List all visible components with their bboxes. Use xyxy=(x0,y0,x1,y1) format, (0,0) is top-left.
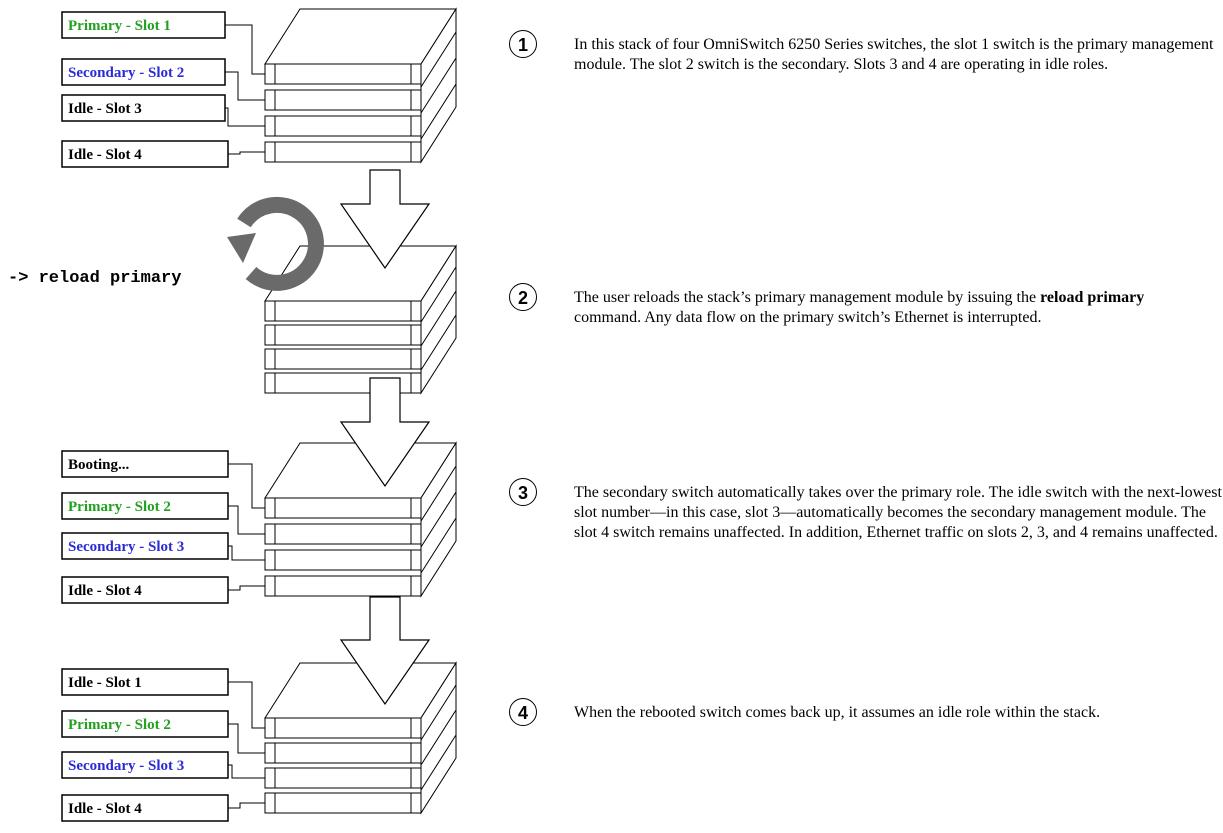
role-label-idle: Idle - Slot 1 xyxy=(61,668,265,729)
step-1-number: 1 xyxy=(509,30,537,58)
role-label-text: Primary - Slot 2 xyxy=(68,717,171,733)
stack-side-ridge xyxy=(420,709,457,766)
stack-side-ridge xyxy=(420,517,457,574)
role-label-idle: Idle - Slot 4 xyxy=(61,576,265,604)
switch-unit xyxy=(264,63,422,85)
reload-icon xyxy=(237,196,324,291)
transition-arrow-1 xyxy=(339,169,431,270)
role-connector xyxy=(228,463,265,509)
role-label-text: Primary - Slot 2 xyxy=(68,499,171,515)
role-connector xyxy=(228,802,265,809)
switch-unit xyxy=(264,523,422,545)
stack-side-ridge xyxy=(420,31,457,88)
step-1-text: In this stack of four OmniSwitch 6250 Se… xyxy=(574,35,1214,75)
role-label-text: Idle - Slot 3 xyxy=(68,101,142,117)
step-2-command: reload primary xyxy=(1040,289,1145,306)
transition-arrow-3 xyxy=(339,596,431,706)
step-3-text: The secondary switch automatically takes… xyxy=(574,483,1223,543)
stack-side-ridge xyxy=(420,491,457,548)
role-connector xyxy=(228,723,265,754)
role-connector xyxy=(228,681,265,729)
role-label-secondary: Secondary - Slot 3 xyxy=(61,532,265,561)
stack-side-ridge xyxy=(420,684,457,741)
role-label-text: Idle - Slot 4 xyxy=(68,147,142,163)
step-2-text: The user reloads the stack’s primary man… xyxy=(574,288,1214,328)
transition-arrow-2 xyxy=(339,377,431,488)
switch-unit xyxy=(264,742,422,764)
stack-side-ridge xyxy=(420,314,457,371)
step-1-description: In this stack of four OmniSwitch 6250 Se… xyxy=(574,36,1214,73)
role-label-text: Secondary - Slot 3 xyxy=(68,539,184,555)
role-label-text: Idle - Slot 4 xyxy=(68,583,142,599)
switch-unit xyxy=(264,115,422,137)
step-3-description: The secondary switch automatically takes… xyxy=(574,484,1222,541)
step-2-text-before: The user reloads the stack’s primary man… xyxy=(574,289,1041,306)
role-label-idle: Idle - Slot 3 xyxy=(61,94,265,127)
step-4-number: 4 xyxy=(509,698,537,726)
role-label-idle: Idle - Slot 4 xyxy=(61,140,265,168)
role-label-secondary: Secondary - Slot 3 xyxy=(61,751,265,779)
switch-unit xyxy=(264,717,422,739)
switch-unit xyxy=(264,792,422,814)
step-2-text-after: command. Any data flow on the primary sw… xyxy=(574,309,1042,326)
stack-side-ridge xyxy=(420,83,457,140)
reload-command-text: -> reload primary xyxy=(8,269,181,288)
role-label-text: Secondary - Slot 3 xyxy=(68,758,184,774)
stack-side-ridge xyxy=(420,266,457,323)
role-connector xyxy=(225,107,265,127)
switch-unit xyxy=(264,141,422,163)
stack-side-ridge xyxy=(420,290,457,347)
role-label-text: Primary - Slot 1 xyxy=(68,18,171,34)
switch-unit xyxy=(264,348,422,370)
switch-unit xyxy=(264,89,422,111)
role-label-primary: Primary - Slot 2 xyxy=(61,492,265,535)
switch-unit xyxy=(264,324,422,346)
step-4-description: When the rebooted switch comes back up, … xyxy=(574,704,1101,721)
reload-command-group: -> reload primary xyxy=(8,196,324,291)
switch-unit xyxy=(264,497,422,519)
role-connector xyxy=(225,24,265,75)
step-4-text: When the rebooted switch comes back up, … xyxy=(574,703,1214,723)
role-label-idle: Booting... xyxy=(61,450,265,509)
role-connector xyxy=(228,585,265,591)
stack-side-ridge xyxy=(420,734,457,791)
switch-stack-3 xyxy=(264,441,457,598)
role-label-primary: Primary - Slot 1 xyxy=(61,11,265,75)
step-2-number: 2 xyxy=(509,283,537,311)
step-3-number: 3 xyxy=(509,478,537,506)
switch-stack-4 xyxy=(264,661,457,815)
role-label-text: Idle - Slot 1 xyxy=(68,675,142,691)
switch-unit xyxy=(264,767,422,789)
role-label-primary: Primary - Slot 2 xyxy=(61,710,265,754)
role-connector xyxy=(228,151,265,155)
switch-stack-1 xyxy=(264,7,457,164)
switch-unit xyxy=(264,549,422,571)
role-label-text: Idle - Slot 4 xyxy=(68,801,142,817)
role-label-text: Booting... xyxy=(68,457,130,473)
stack-side-ridge xyxy=(420,57,457,114)
role-connector xyxy=(225,71,265,101)
switch-unit xyxy=(264,300,422,322)
switch-unit xyxy=(264,575,422,597)
role-label-idle: Idle - Slot 4 xyxy=(61,794,265,822)
role-connector xyxy=(228,764,265,779)
switch-stack-2 xyxy=(264,244,457,395)
stack-side-ridge xyxy=(420,465,457,522)
role-connector xyxy=(228,505,265,535)
reload-icon-arrowhead xyxy=(227,233,256,263)
role-connector xyxy=(228,545,265,561)
role-label-text: Secondary - Slot 2 xyxy=(68,65,184,81)
role-label-secondary: Secondary - Slot 2 xyxy=(61,58,265,101)
